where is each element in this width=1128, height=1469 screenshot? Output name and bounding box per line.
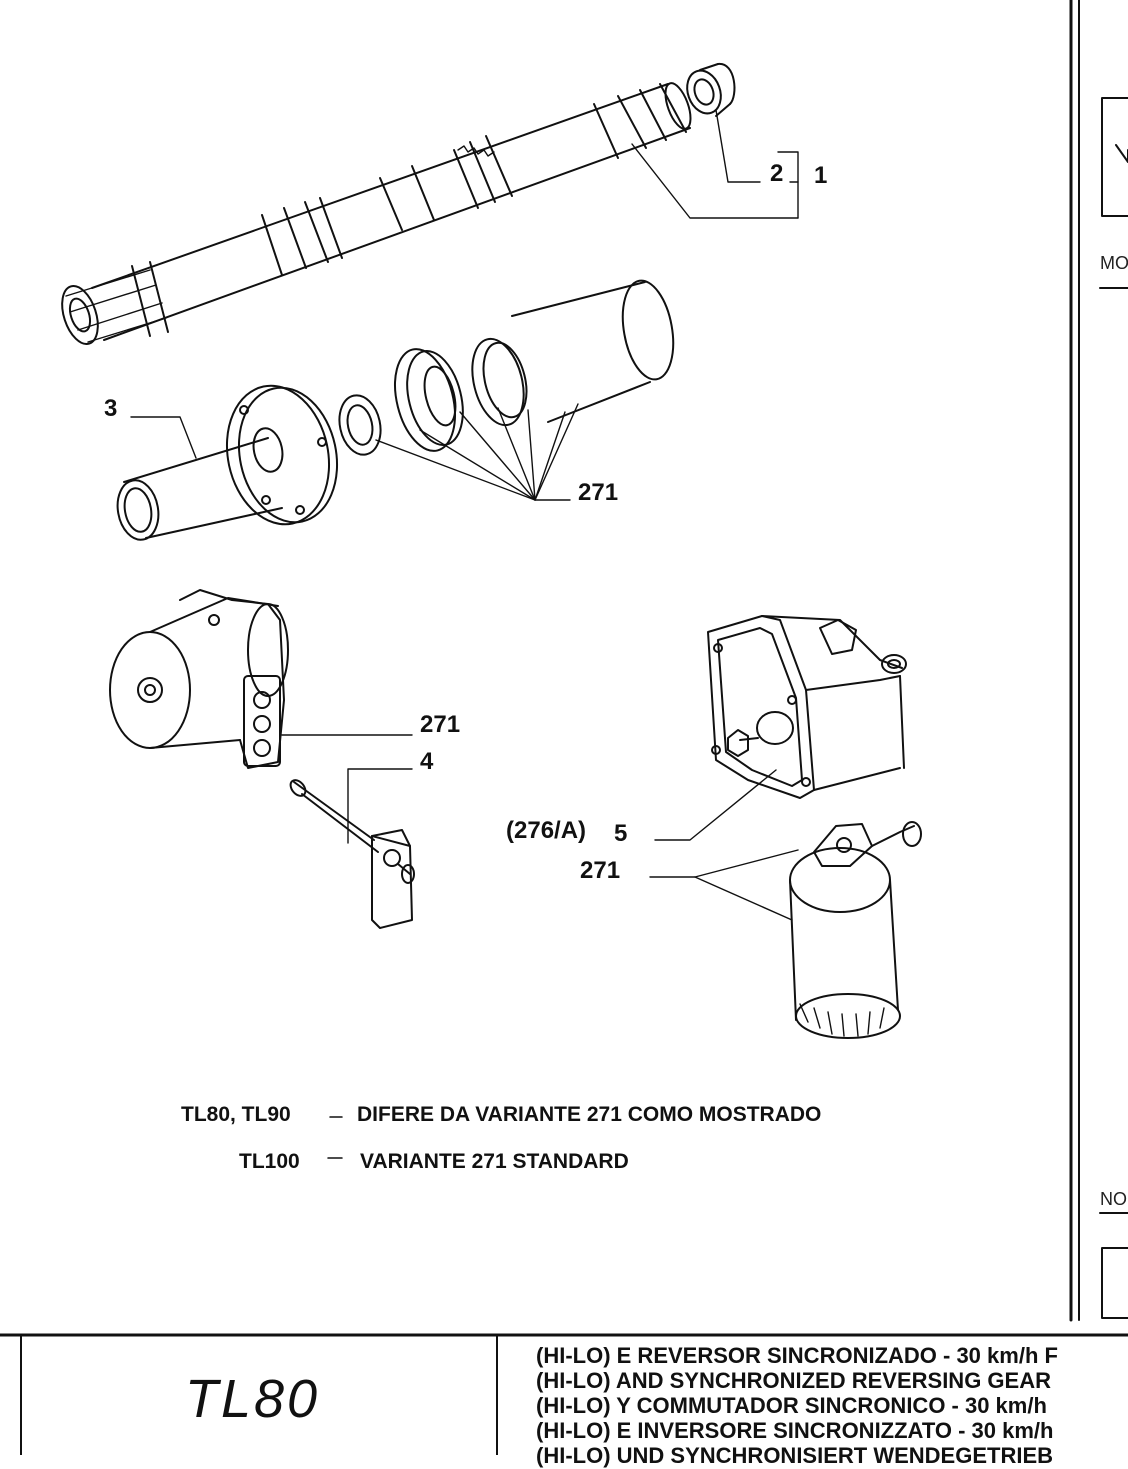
pump-housing	[109, 589, 289, 769]
leader-lines	[130, 109, 799, 921]
callout-271-housing: 271	[420, 711, 461, 738]
hydraulic-pump	[707, 615, 907, 799]
callout-5: 5	[614, 820, 628, 847]
callout-1: 1	[814, 162, 828, 189]
title-line-en: (HI-LO) AND SYNCHRONIZED REVERSING GEAR	[536, 1368, 1051, 1393]
note-1-text: DIFERE DA VARIANTE 271 COMO MOSTRADO	[357, 1103, 822, 1126]
flanged-shaft	[116, 384, 339, 541]
callout-3: 3	[104, 395, 118, 422]
note-2-models: TL100	[239, 1150, 300, 1173]
callout-2: 2	[770, 160, 784, 187]
model-title: TL80	[185, 1369, 321, 1429]
note-2-text: VARIANTE 271 STANDARD	[360, 1150, 629, 1173]
side-label-top: MO	[1100, 253, 1128, 273]
note-1-models: TL80, TL90	[181, 1103, 291, 1126]
right-frame	[1069, 0, 1128, 1322]
lever-pin	[289, 779, 415, 929]
callout-4: 4	[420, 748, 434, 775]
oil-filter	[789, 821, 922, 1039]
callout-271-bearing: 271	[578, 479, 619, 506]
callout-276a: (276/A)	[506, 817, 587, 844]
bearing-assembly	[338, 279, 675, 456]
title-line-es: (HI-LO) Y COMMUTADOR SINCRONICO - 30 km/…	[536, 1393, 1047, 1418]
title-line-pt: (HI-LO) E REVERSOR SINCRONIZADO - 30 km/…	[536, 1343, 1058, 1368]
bushing	[686, 63, 736, 117]
title-line-it: (HI-LO) E INVERSORE SINCRONIZZATO - 30 k…	[536, 1418, 1054, 1443]
main-shaft	[61, 82, 692, 345]
title-line-de: (HI-LO) UND SYNCHRONISIERT WENDEGETRIEB	[536, 1443, 1053, 1468]
side-label-bottom: NO	[1100, 1189, 1127, 1209]
title-block-frame	[0, 1333, 1128, 1455]
callout-271-filter: 271	[580, 857, 621, 884]
